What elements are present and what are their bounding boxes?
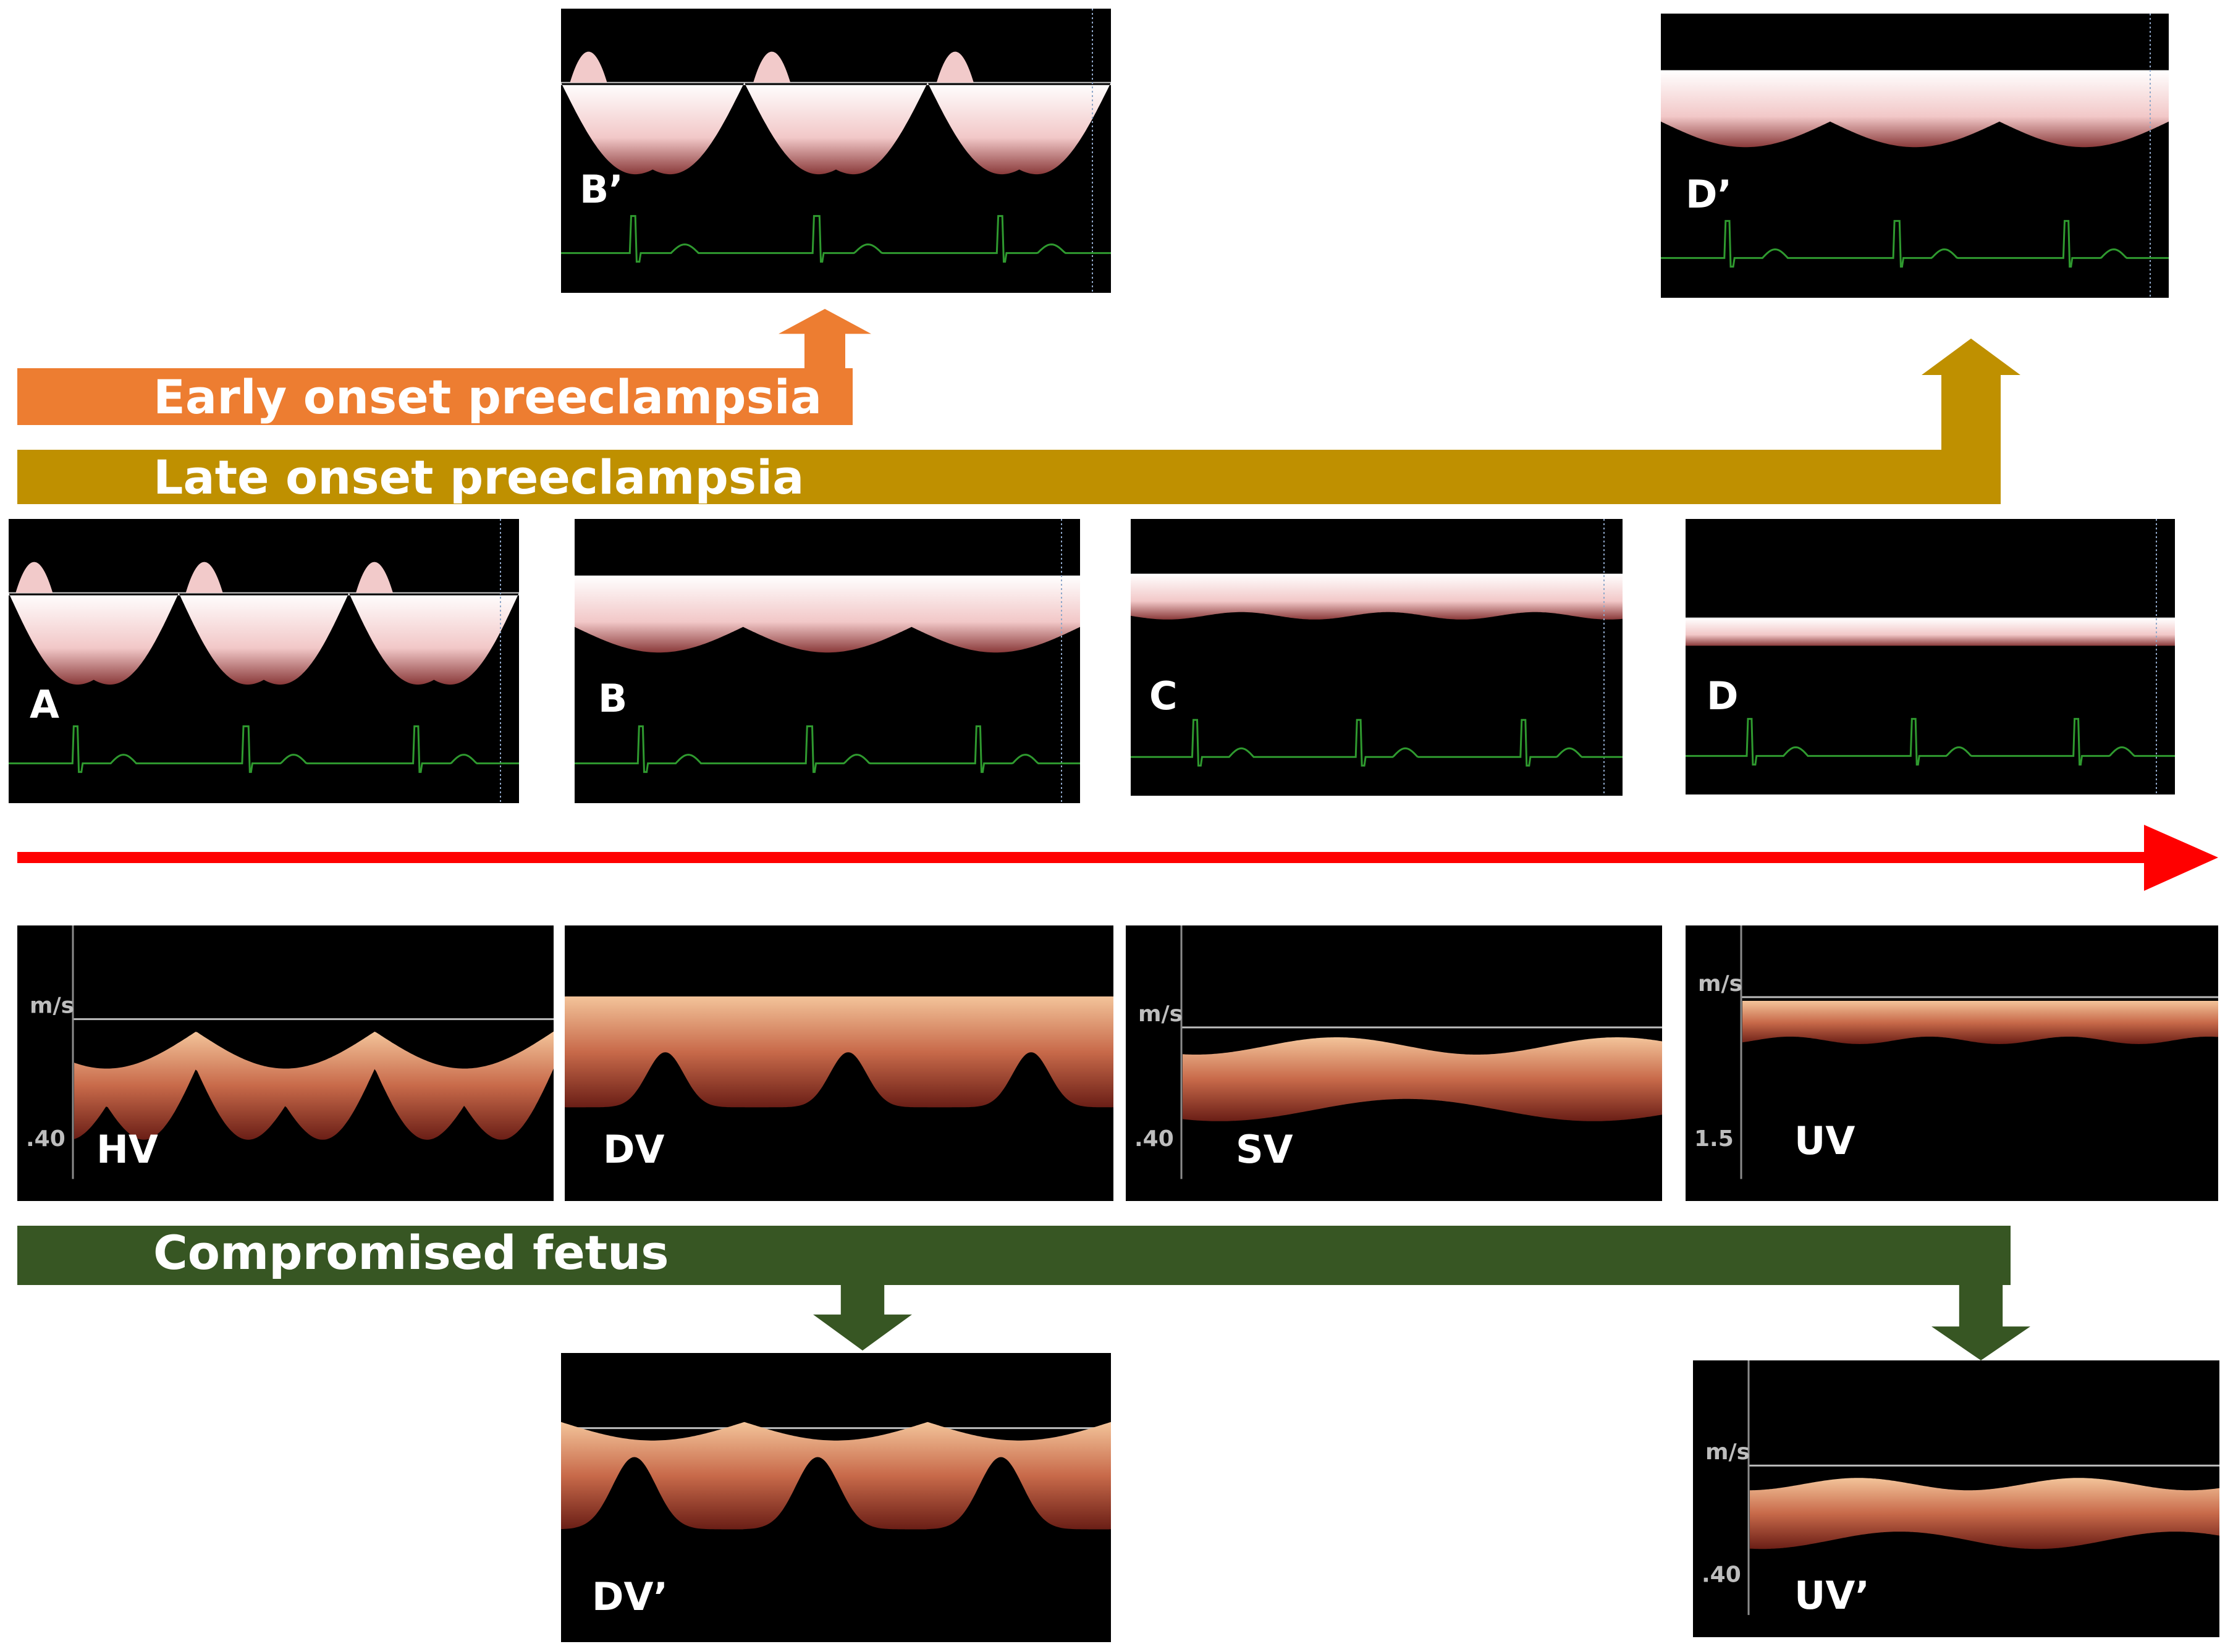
- venous-panel-dv: DV: [565, 925, 1113, 1201]
- velocity-scale-label: .40: [1702, 1562, 1741, 1587]
- panel-label: B: [598, 676, 628, 721]
- doppler-waveform: [561, 9, 1111, 293]
- doppler-spectrum: [1686, 618, 2175, 646]
- doppler-waveform: m/s .40: [26, 925, 554, 1179]
- velocity-unit-label: m/s: [1705, 1439, 1750, 1465]
- ecg-trace: [1686, 718, 2175, 766]
- panel-label: C: [1149, 673, 1178, 719]
- panel-label: D’: [1686, 172, 1733, 217]
- doppler-spectrum: [1742, 1001, 2218, 1044]
- a-wave-peak: [355, 562, 393, 593]
- velocity-unit-label: m/s: [1138, 1001, 1183, 1027]
- doppler-waveform: m/s .40: [1134, 925, 1662, 1179]
- late-onset-label: Late onset preeclampsia: [153, 450, 804, 505]
- ecg-trace: [1661, 220, 2169, 268]
- a-wave-peak: [15, 562, 53, 593]
- ecg-trace: [561, 215, 1111, 263]
- doppler-waveform: [575, 519, 1080, 803]
- doppler-spectrum: [565, 996, 1113, 1108]
- doppler-spectrum: [1750, 1478, 2219, 1549]
- a-wave-peak: [753, 51, 791, 83]
- venous-panel-uv: m/s 1.5 UV: [1686, 925, 2218, 1201]
- velocity-unit-label: m/s: [1698, 971, 1742, 997]
- doppler-spectrum: [1131, 573, 1623, 620]
- late-onset-band: [17, 450, 2001, 504]
- panel-label: UV’: [1794, 1573, 1870, 1618]
- doppler-panel-b: B: [575, 519, 1080, 803]
- panel-label: HV: [96, 1127, 158, 1172]
- doppler-spectrum: [575, 575, 1080, 653]
- panel-label: DV’: [592, 1574, 669, 1619]
- panel-label: A: [30, 682, 59, 727]
- panel-label: UV: [1794, 1118, 1855, 1163]
- early-onset-label: Early onset preeclampsia: [153, 369, 822, 424]
- velocity-scale-label: .40: [26, 1126, 65, 1152]
- doppler-spectrum: [1183, 1037, 1662, 1121]
- doppler-panel-d: D: [1686, 519, 2175, 794]
- early-onset-band: [17, 368, 853, 425]
- venous-panel-hv: m/s .40 HV: [17, 925, 554, 1201]
- doppler-spectrum: [561, 82, 1111, 175]
- doppler-waveform: [561, 1422, 1111, 1530]
- venous-panel-dv-prime: DV’: [561, 1353, 1111, 1642]
- venous-panel-sv: m/s .40 SV: [1126, 925, 1662, 1201]
- compromised-fetus-band: [17, 1226, 2011, 1285]
- compromised-drop-uv: [1931, 1285, 2030, 1360]
- a-wave-peak: [936, 51, 974, 83]
- early-onset-arrowhead: [779, 309, 871, 368]
- doppler-spectrum: [74, 1031, 554, 1140]
- ecg-trace: [9, 725, 519, 773]
- doppler-waveform: m/s .40: [1702, 1360, 2219, 1616]
- compromised-drop-dv: [813, 1285, 912, 1351]
- compromised-fetus-label: Compromised fetus: [153, 1225, 669, 1280]
- panel-label: B’: [580, 167, 623, 212]
- doppler-spectrum: [1661, 70, 2169, 148]
- doppler-panel-d-prime: D’: [1661, 14, 2169, 298]
- panel-label: DV: [603, 1127, 665, 1172]
- panel-label: D: [1707, 673, 1739, 719]
- doppler-waveform: [1131, 519, 1623, 796]
- doppler-panel-a: A: [9, 519, 519, 803]
- doppler-spectrum: [9, 592, 519, 685]
- a-wave-peak: [570, 51, 607, 83]
- a-wave-peak: [185, 562, 223, 593]
- doppler-panel-b-prime: B’: [561, 9, 1111, 293]
- doppler-waveform: [1686, 519, 2175, 794]
- velocity-unit-label: m/s: [30, 993, 74, 1019]
- panel-label: SV: [1236, 1127, 1293, 1172]
- velocity-scale-label: .40: [1134, 1126, 1174, 1152]
- doppler-waveform: [565, 996, 1113, 1108]
- ecg-trace: [1131, 719, 1623, 767]
- venous-panel-uv-prime: m/s .40 UV’: [1693, 1360, 2219, 1637]
- doppler-panel-c: C: [1131, 519, 1623, 796]
- doppler-waveform: m/s 1.5: [1694, 925, 2218, 1179]
- doppler-spectrum: [561, 1422, 1111, 1530]
- ecg-trace: [575, 725, 1080, 773]
- doppler-waveform: [9, 519, 519, 803]
- doppler-waveform: [1661, 14, 2169, 298]
- velocity-scale-label: 1.5: [1694, 1126, 1734, 1152]
